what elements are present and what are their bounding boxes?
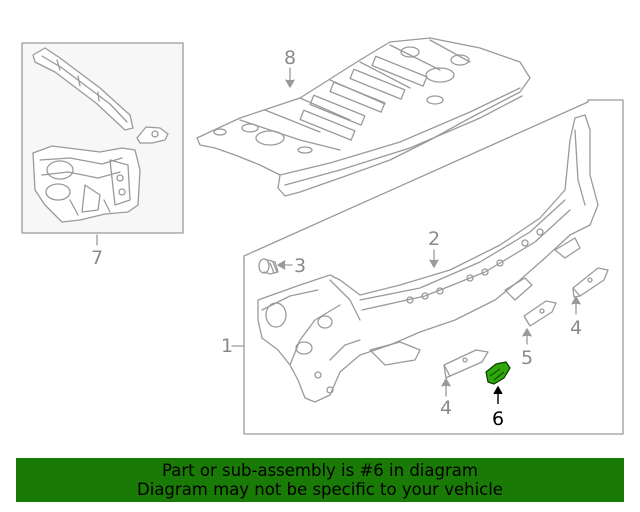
- assembly-box-part-1: [243, 99, 624, 435]
- part-2-illustration: [257, 114, 599, 403]
- callout-1: 1: [221, 335, 233, 357]
- callout-6: 6: [492, 408, 504, 430]
- banner-line-part: Part or sub-assembly is #6 in diagram: [162, 461, 478, 480]
- part-3-illustration: [258, 258, 279, 275]
- part-5-illustration: [523, 300, 557, 327]
- callout-5: 5: [521, 347, 533, 369]
- callout-4-right: 4: [570, 317, 582, 339]
- part-8-illustration: [196, 37, 531, 197]
- part-4a-illustration: [443, 349, 489, 379]
- parts-diagram: 8 7 1 2 3 4 4 5 6: [21, 37, 624, 435]
- part-6-illustration: [485, 361, 511, 385]
- callout-4-left: 4: [440, 397, 452, 419]
- callout-8: 8: [284, 47, 296, 69]
- callout-2: 2: [428, 228, 440, 250]
- part-4b-illustration: [572, 267, 609, 298]
- callout-3: 3: [294, 255, 306, 277]
- part-7-illustration: [32, 47, 169, 223]
- banner-line-disclaimer: Diagram may not be specific to your vehi…: [137, 480, 503, 499]
- info-banner: Part or sub-assembly is #6 in diagram Di…: [16, 458, 624, 502]
- callout-7: 7: [91, 247, 103, 269]
